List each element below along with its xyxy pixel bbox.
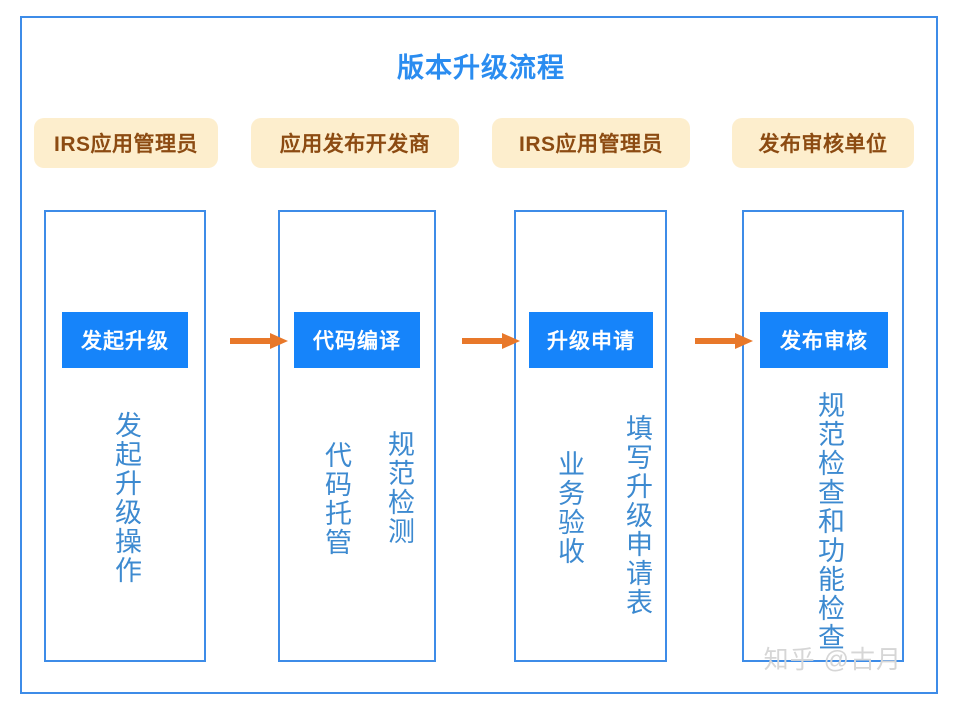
lane-detail-business-acceptance: 业务验收	[553, 450, 584, 566]
page-title: 版本升级流程	[397, 53, 565, 83]
arrow-right-icon-step1-step2	[230, 333, 288, 349]
lane-detail-spec-and-function-check: 规范检查和功能检查	[813, 391, 844, 652]
diagram-frame: 版本升级流程 IRS应用管理员 应用发布开发商 IRS应用管理员 发布审核单位 …	[20, 16, 938, 694]
lane-detail-spec-inspection: 规范检测	[383, 430, 414, 546]
role-chip-publish-review-unit: 发布审核单位	[732, 118, 914, 168]
step-box-publish-review: 发布审核	[760, 312, 888, 368]
step-box-initiate-upgrade: 发起升级	[62, 312, 188, 368]
lane-column-upgrade-application	[514, 210, 667, 662]
step-box-upgrade-application: 升级申请	[529, 312, 653, 368]
arrow-right-icon-step2-step3	[462, 333, 520, 349]
step-box-code-compile: 代码编译	[294, 312, 420, 368]
lane-column-code-compile	[278, 210, 436, 662]
watermark: 知乎 @古月	[763, 646, 902, 674]
lane-detail-initiate-upgrade-operation: 发起升级操作	[110, 411, 141, 585]
role-chip-irs-app-admin-2: IRS应用管理员	[492, 118, 690, 168]
lane-detail-code-hosting: 代码托管	[320, 441, 351, 557]
role-chip-irs-app-admin-1: IRS应用管理员	[34, 118, 218, 168]
lane-column-initiate-upgrade	[44, 210, 206, 662]
arrow-right-icon-step3-step4	[695, 333, 753, 349]
lane-detail-fill-upgrade-form: 填写升级申请表	[621, 414, 652, 617]
lane-column-publish-review	[742, 210, 904, 662]
role-chip-app-publish-developer: 应用发布开发商	[251, 118, 459, 168]
